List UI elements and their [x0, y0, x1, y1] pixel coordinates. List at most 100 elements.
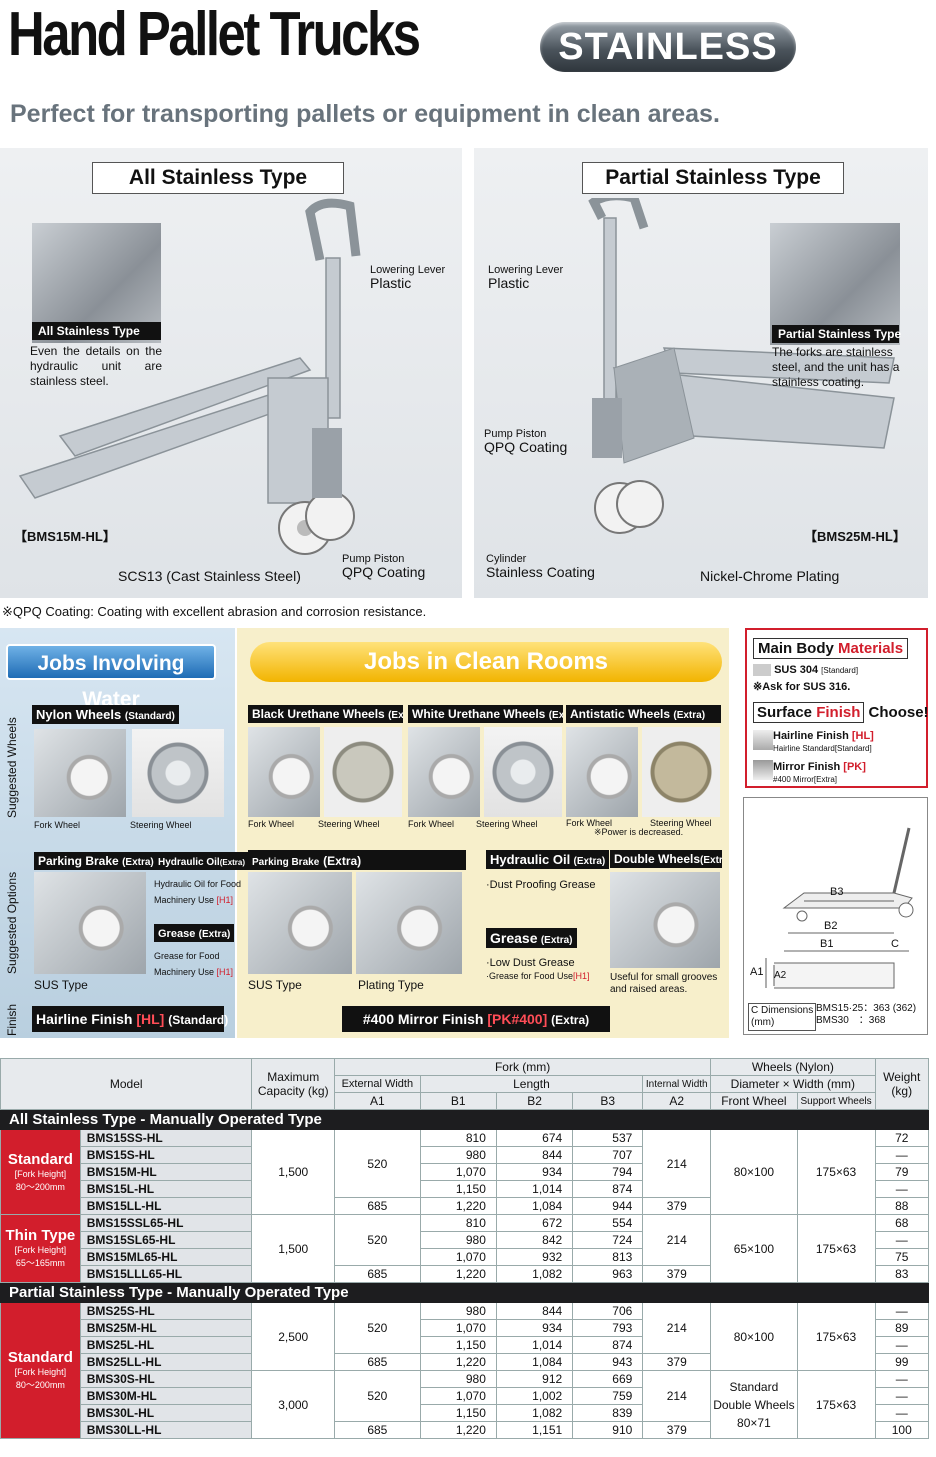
all-stainless-type-title: All Stainless Type: [92, 162, 344, 194]
th-a1: A1: [334, 1092, 421, 1110]
right-model-label: 【BMS25M-HL】: [804, 529, 906, 544]
model-cell: BMS15M-HL: [79, 1163, 253, 1181]
anti-power-note: ※Power is decreased.: [594, 827, 684, 837]
length-cell: 1,084: [495, 1197, 574, 1215]
clean-oil-card: Hydraulic Oil (Extra) ·Dust Proofing Gre…: [486, 850, 610, 910]
front-wheel-line: 80×71: [737, 1415, 771, 1430]
double-wheels-note: Useful for small grooves and raised area…: [610, 972, 718, 995]
th-ext-width: External Width: [334, 1075, 421, 1093]
all-stainless-caption: All Stainless Type: [32, 322, 161, 340]
water-options-card: Parking Brake (Extra) SUS Type Hydraulic…: [32, 850, 250, 1000]
a2-cell: 379: [642, 1197, 712, 1215]
double-wheels-header: Double Wheels(Extra): [610, 850, 722, 868]
jobs-clean-title: Jobs in Clean Rooms: [250, 642, 722, 682]
length-cell: 1,084: [495, 1353, 574, 1371]
length-cell: 842: [495, 1231, 574, 1249]
th-model: Model: [0, 1058, 253, 1110]
length-cell: 813: [572, 1248, 644, 1266]
model-cell: BMS15L-HL: [79, 1180, 253, 1198]
clean-brake-header: Parking Brake (Extra): [248, 850, 466, 870]
c-dimensions-label: C Dimensions(mm): [748, 1003, 817, 1031]
model-cell: BMS15SL65-HL: [79, 1231, 253, 1249]
sus-304-row: SUS 304 [Standard]: [753, 664, 858, 677]
support-wheel-cell: 175×63: [796, 1129, 876, 1215]
all-stainless-truck-illustration: [18, 198, 361, 555]
dim-b3: B3: [830, 886, 844, 898]
length-cell: 1,070: [419, 1319, 497, 1337]
length-cell: 839: [572, 1404, 644, 1422]
length-cell: 1,014: [495, 1180, 574, 1198]
row-label-finish: Finish: [5, 1003, 19, 1036]
weight-cell: —: [874, 1370, 929, 1388]
hairline-finish-bar: Hairline Finish [HL] (Standard): [32, 1006, 228, 1032]
length-cell: 1,082: [495, 1265, 574, 1283]
capacity-cell: 1,500: [251, 1129, 336, 1215]
a2-cell: 379: [642, 1421, 712, 1439]
length-cell: 537: [572, 1129, 644, 1147]
fork-height-range: 65～165mm: [15, 1258, 65, 1268]
partial-stainless-truck-illustration: [588, 198, 895, 534]
length-cell: 759: [572, 1387, 644, 1405]
th-a2: A2: [642, 1092, 712, 1110]
th-int-width: Internal Width: [642, 1075, 712, 1093]
length-cell: 1,014: [495, 1336, 574, 1354]
mirror-finish-bar: #400 Mirror Finish [PK#400] (Extra): [342, 1006, 610, 1032]
length-cell: 943: [572, 1353, 644, 1371]
length-cell: 554: [572, 1214, 644, 1232]
weight-cell: —: [874, 1404, 929, 1422]
model-cell: BMS30LL-HL: [79, 1421, 253, 1439]
weight-cell: 100: [874, 1421, 929, 1439]
a1-cell: 520: [334, 1302, 421, 1354]
model-cell: BMS15S-HL: [79, 1146, 253, 1164]
materials-box: Main Body Materials SUS 304 [Standard] ※…: [745, 628, 929, 788]
front-wheel-cell: 80×100: [710, 1302, 798, 1371]
table-section-title: Partial Stainless Type - Manually Operat…: [0, 1282, 929, 1303]
model-cell: BMS15LL-HL: [79, 1197, 253, 1215]
white-urethane-header: White Urethane Wheels (Extra): [408, 705, 563, 723]
scs13-label: SCS13 (Cast Stainless Steel): [118, 568, 301, 584]
black-steering-wheel-image: [324, 727, 402, 817]
white-urethane-card: White Urethane Wheels (Extra) Fork Wheel…: [408, 705, 563, 837]
black-fork-wheel-image: [248, 727, 320, 817]
fork-height-label: [Fork Height]: [14, 1367, 67, 1377]
length-cell: 980: [419, 1302, 497, 1320]
length-cell: 1,151: [495, 1421, 574, 1439]
model-cell: BMS25L-HL: [79, 1336, 253, 1354]
fork-height-range: 80～200mm: [15, 1380, 65, 1390]
length-cell: 1,070: [419, 1387, 497, 1405]
a1-cell: 520: [334, 1370, 421, 1422]
weight-cell: —: [874, 1387, 929, 1405]
clean-grease-card: Grease (Extra) ·Low Dust Grease ·Grease …: [486, 928, 604, 988]
all-stainless-panel: All Stainless Type All Stainless Type Ev…: [0, 148, 462, 598]
length-cell: 980: [419, 1231, 497, 1249]
water-sus-label: SUS Type: [34, 978, 88, 992]
weight-cell: —: [874, 1336, 929, 1354]
nylon-steer-label: Steering Wheel: [130, 820, 192, 830]
a1-cell: 520: [334, 1214, 421, 1266]
length-cell: 874: [572, 1180, 644, 1198]
front-wheel-line: Standard: [729, 1379, 779, 1394]
front-wheel-cell: 80×100: [710, 1129, 798, 1215]
anti-fork-label: Fork Wheel: [566, 818, 613, 828]
th-length: Length: [419, 1075, 644, 1093]
length-cell: 963: [572, 1265, 644, 1283]
black-urethane-header: Black Urethane Wheels (Extra): [248, 705, 403, 723]
all-stainless-note: Even the details on the hydraulic unit a…: [30, 344, 162, 388]
nickel-chrome-label: Nickel-Chrome Plating: [700, 568, 840, 584]
fork-height-label: [Fork Height]: [14, 1168, 67, 1179]
black-steer-label: Steering Wheel: [318, 819, 380, 829]
fork-height-range: 80～200mm: [15, 1181, 65, 1192]
row-label-options: Suggested Options: [5, 871, 19, 975]
length-cell: 1,220: [419, 1265, 497, 1283]
partial-stainless-panel: Partial Stainless Type Partial Stainless…: [474, 148, 928, 598]
group-label: Thin Type[Fork Height]65～165mm: [0, 1214, 81, 1283]
support-wheel-cell: 175×63: [796, 1370, 876, 1439]
